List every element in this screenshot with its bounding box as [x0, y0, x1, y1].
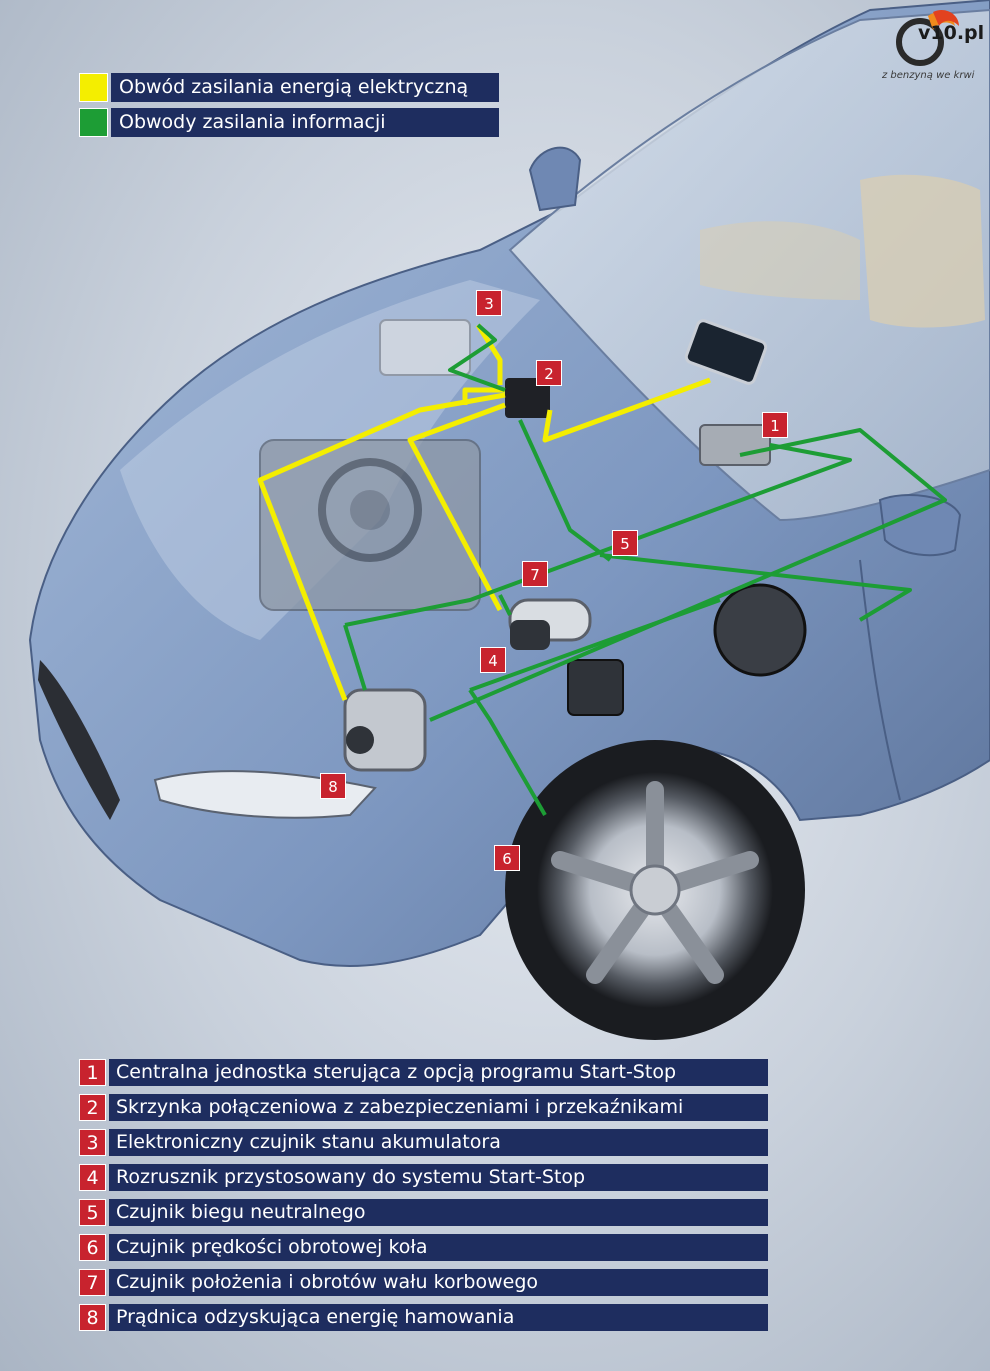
- component-number: 8: [79, 1304, 106, 1331]
- legend-label: Obwód zasilania energią elektryczną: [111, 73, 499, 102]
- engine-components: [259, 319, 481, 611]
- callout-6: 6: [494, 845, 520, 871]
- component-label: Czujnik prędkości obrotowej koła: [109, 1234, 768, 1261]
- component-number: 5: [79, 1199, 106, 1226]
- callout-5: 5: [612, 530, 638, 556]
- component-label: Elektroniczny czujnik stanu akumulatora: [109, 1129, 768, 1156]
- component-item: 8 Prądnica odzyskująca energię hamowania: [79, 1304, 768, 1331]
- legend-swatch-yellow: [79, 73, 108, 102]
- front-wheel: [505, 740, 805, 1040]
- v10-logo-icon: [896, 9, 959, 66]
- brake-booster-part: [713, 583, 807, 677]
- junction-box-part: [505, 378, 550, 418]
- legend-label: Obwody zasilania informacji: [111, 108, 499, 137]
- component-label: Czujnik położenia i obrotów wału korbowe…: [109, 1269, 768, 1296]
- component-number: 7: [79, 1269, 106, 1296]
- car-body: [28, 0, 990, 967]
- ecu-part: [699, 424, 771, 466]
- legend-info-circuit: Obwody zasilania informacji: [79, 108, 499, 137]
- callout-3: 3: [476, 290, 502, 316]
- logo-tagline: z benzyną we krwi: [882, 70, 975, 81]
- legend-swatch-green: [79, 108, 108, 137]
- component-number: 3: [79, 1129, 106, 1156]
- alternator-part: [343, 688, 427, 772]
- component-number: 2: [79, 1094, 106, 1121]
- starter-part: [508, 598, 592, 650]
- component-label: Skrzynka połączeniowa z zabezpieczeniami…: [109, 1094, 768, 1121]
- component-item: 1 Centralna jednostka sterująca z opcją …: [79, 1059, 768, 1086]
- abs-unit-part: [567, 659, 624, 716]
- logo-text: v10.pl: [918, 22, 985, 44]
- info-circuit-wires: [343, 323, 947, 817]
- component-item: 4 Rozrusznik przystosowany do systemu St…: [79, 1164, 768, 1191]
- component-number: 6: [79, 1234, 106, 1261]
- component-item: 7 Czujnik położenia i obrotów wału korbo…: [79, 1269, 768, 1296]
- callout-2: 2: [536, 360, 562, 386]
- component-item: 2 Skrzynka połączeniowa z zabezpieczenia…: [79, 1094, 768, 1121]
- component-item: 6 Czujnik prędkości obrotowej koła: [79, 1234, 768, 1261]
- component-label: Prądnica odzyskująca energię hamowania: [109, 1304, 768, 1331]
- component-label: Rozrusznik przystosowany do systemu Star…: [109, 1164, 768, 1191]
- component-item: 3 Elektroniczny czujnik stanu akumulator…: [79, 1129, 768, 1156]
- legend-power-circuit: Obwód zasilania energią elektryczną: [79, 73, 499, 102]
- component-number: 1: [79, 1059, 106, 1086]
- component-number: 4: [79, 1164, 106, 1191]
- component-label: Czujnik biegu neutralnego: [109, 1199, 768, 1226]
- callout-8: 8: [320, 773, 346, 799]
- callout-1: 1: [762, 412, 788, 438]
- component-item: 5 Czujnik biegu neutralnego: [79, 1199, 768, 1226]
- display-part: [684, 319, 768, 385]
- callout-4: 4: [480, 647, 506, 673]
- component-label: Centralna jednostka sterująca z opcją pr…: [109, 1059, 768, 1086]
- power-circuit-wires: [257, 323, 711, 701]
- callout-7: 7: [522, 561, 548, 587]
